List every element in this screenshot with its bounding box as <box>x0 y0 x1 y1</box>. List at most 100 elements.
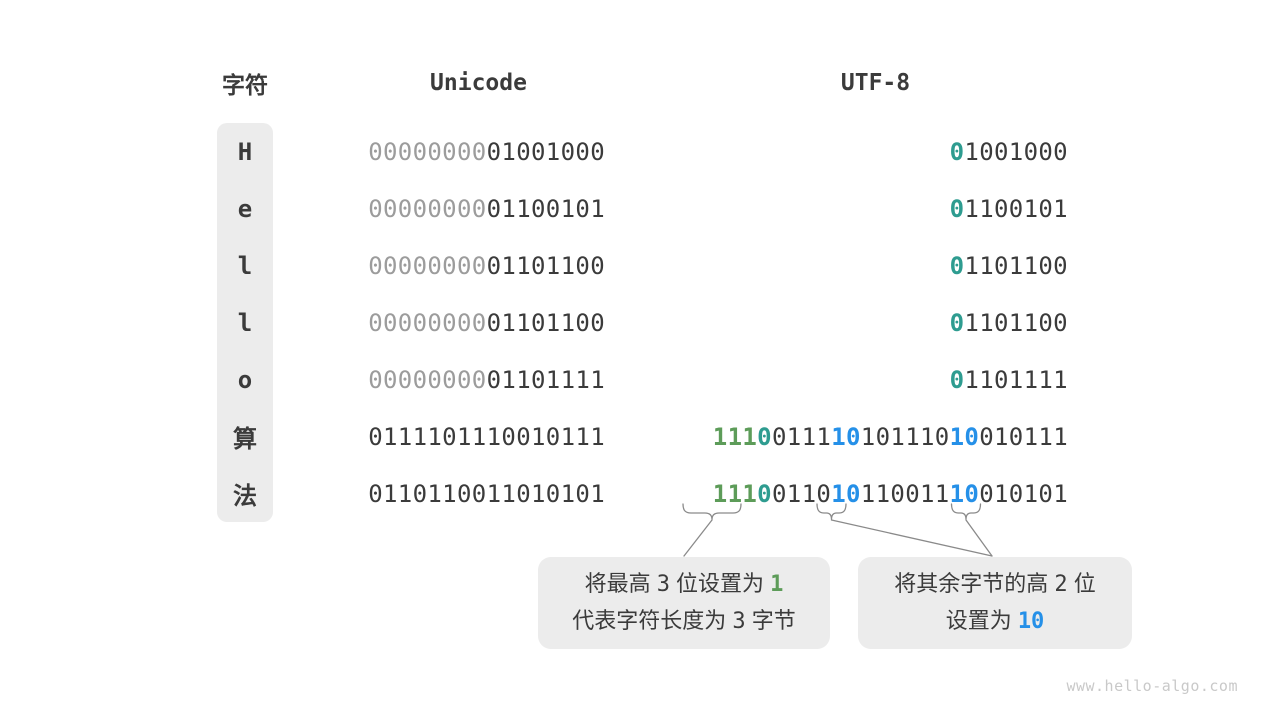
byte-group: 10010111 <box>487 423 605 451</box>
bit-segment: 1101100 <box>964 308 1068 337</box>
bit-segment: 01101100 <box>486 251 605 280</box>
connector-line-box1 <box>683 519 713 557</box>
byte-group: 00000000 <box>368 309 486 337</box>
callout-continuation-bits-line1: 将其余字节的高 2 位 <box>894 566 1096 603</box>
bit-segment: 111 <box>712 422 758 451</box>
byte-group: 11100110 <box>713 480 831 508</box>
byte-group: 01101100 <box>487 309 605 337</box>
byte-group: 01101100 <box>950 309 1068 337</box>
bit-segment: 10 <box>949 422 980 451</box>
unicode-bits: 01101100 11010101 <box>352 465 605 522</box>
unicode-bits: 01111011 10010111 <box>352 408 605 465</box>
byte-group: 11010101 <box>487 480 605 508</box>
callout-high-bits-line2: 代表字符长度为 3 字节 <box>572 603 796 640</box>
watermark: www.hello-algo.com <box>1066 677 1238 695</box>
character-column-background <box>217 123 273 522</box>
bit-segment: 0 <box>949 251 965 280</box>
bit-segment: 10 <box>831 479 861 508</box>
byte-group: 01101111 <box>950 366 1068 394</box>
bit-segment: 00000000 <box>368 194 487 223</box>
byte-group: 01101100 <box>487 252 605 280</box>
unicode-bits: 00000000 01101111 <box>352 351 605 408</box>
bit-segment: 0111 <box>771 422 832 451</box>
bit-segment: 3 <box>732 609 746 634</box>
callout-high-bits: 将最高 3 位设置为 1 代表字符长度为 3 字节 <box>538 557 830 649</box>
byte-group: 10101110 <box>831 423 949 451</box>
bit-segment: 3 <box>656 572 670 597</box>
unicode-bits: 00000000 01101100 <box>352 294 605 351</box>
callout-continuation-bits-line2: 设置为 10 <box>946 603 1045 640</box>
column-header-unicode: Unicode <box>430 70 527 96</box>
callout-continuation-bits: 将其余字节的高 2 位 设置为 10 <box>858 557 1132 649</box>
bit-segment: 设置为 <box>945 608 1018 633</box>
bit-segment: 01001000 <box>486 137 605 166</box>
character-cell: H <box>237 137 253 166</box>
byte-group: 01101100 <box>950 252 1068 280</box>
bit-segment: 将最高 <box>584 571 657 596</box>
bit-segment: 0 <box>949 308 965 337</box>
bit-segment: 0 <box>757 479 772 508</box>
byte-group: 01101100 <box>368 480 486 508</box>
bit-segment: 1101111 <box>964 365 1068 394</box>
unicode-bits: 00000000 01100101 <box>352 180 605 237</box>
connector-line-box2-b <box>965 519 993 557</box>
bit-segment: 10 <box>949 479 980 508</box>
character-cell: 法 <box>233 482 257 510</box>
bit-segment: 101110 <box>860 422 950 451</box>
utf8-bits: 01101100 <box>683 237 1068 294</box>
bit-segment: 1101100 <box>964 251 1068 280</box>
unicode-bits: 00000000 01001000 <box>352 123 605 180</box>
byte-group: 01100101 <box>487 195 605 223</box>
bit-segment: 1 <box>770 572 784 597</box>
bit-segment: 位设置为 <box>669 571 771 596</box>
utf8-bits: 11100111 10101110 10010111 <box>683 408 1068 465</box>
byte-group: 00000000 <box>368 138 486 166</box>
bit-segment: 00000000 <box>368 308 487 337</box>
bit-segment: 01101100 <box>486 308 605 337</box>
utf8-bits: 01100101 <box>683 180 1068 237</box>
connector-line-box2-a <box>830 519 993 557</box>
byte-group: 00000000 <box>368 252 486 280</box>
bit-segment: 110011 <box>860 479 950 508</box>
byte-group: 01101111 <box>487 366 605 394</box>
bit-segment: 0110 <box>771 479 832 508</box>
bit-segment: 0 <box>949 194 965 223</box>
utf8-bits: 01101111 <box>683 351 1068 408</box>
byte-group: 10010111 <box>950 423 1068 451</box>
bit-segment: 将其余字节的高 <box>894 571 1055 596</box>
bit-segment: 00000000 <box>368 251 487 280</box>
bit-segment: 01101100 <box>368 479 487 508</box>
bit-segment: 11010101 <box>486 479 605 508</box>
byte-group: 11100111 <box>713 423 831 451</box>
bit-segment: 0 <box>949 365 965 394</box>
byte-group: 01001000 <box>950 138 1068 166</box>
bit-segment: 01101111 <box>486 365 605 394</box>
byte-group: 01001000 <box>487 138 605 166</box>
bit-segment: 1001000 <box>964 137 1068 166</box>
byte-group: 01111011 <box>368 423 486 451</box>
column-header-character: 字符 <box>222 72 268 98</box>
bit-segment: 111 <box>712 479 758 508</box>
byte-group: 01100101 <box>950 195 1068 223</box>
byte-group: 10010101 <box>950 480 1068 508</box>
bit-segment: 0 <box>757 422 772 451</box>
bit-segment: 0 <box>949 137 965 166</box>
utf8-bits: 01001000 <box>683 123 1068 180</box>
bit-segment: 10010111 <box>486 422 605 451</box>
bit-segment: 字节 <box>745 608 796 633</box>
character-cell: l <box>237 308 253 337</box>
utf8-bits: 11100110 10110011 10010101 <box>683 465 1068 522</box>
bit-segment: 10 <box>1017 609 1045 634</box>
character-cell: o <box>237 365 253 394</box>
bit-segment: 10 <box>831 422 861 451</box>
byte-group: 10110011 <box>831 480 949 508</box>
character-cell: e <box>237 194 253 223</box>
bit-segment: 00000000 <box>368 365 487 394</box>
